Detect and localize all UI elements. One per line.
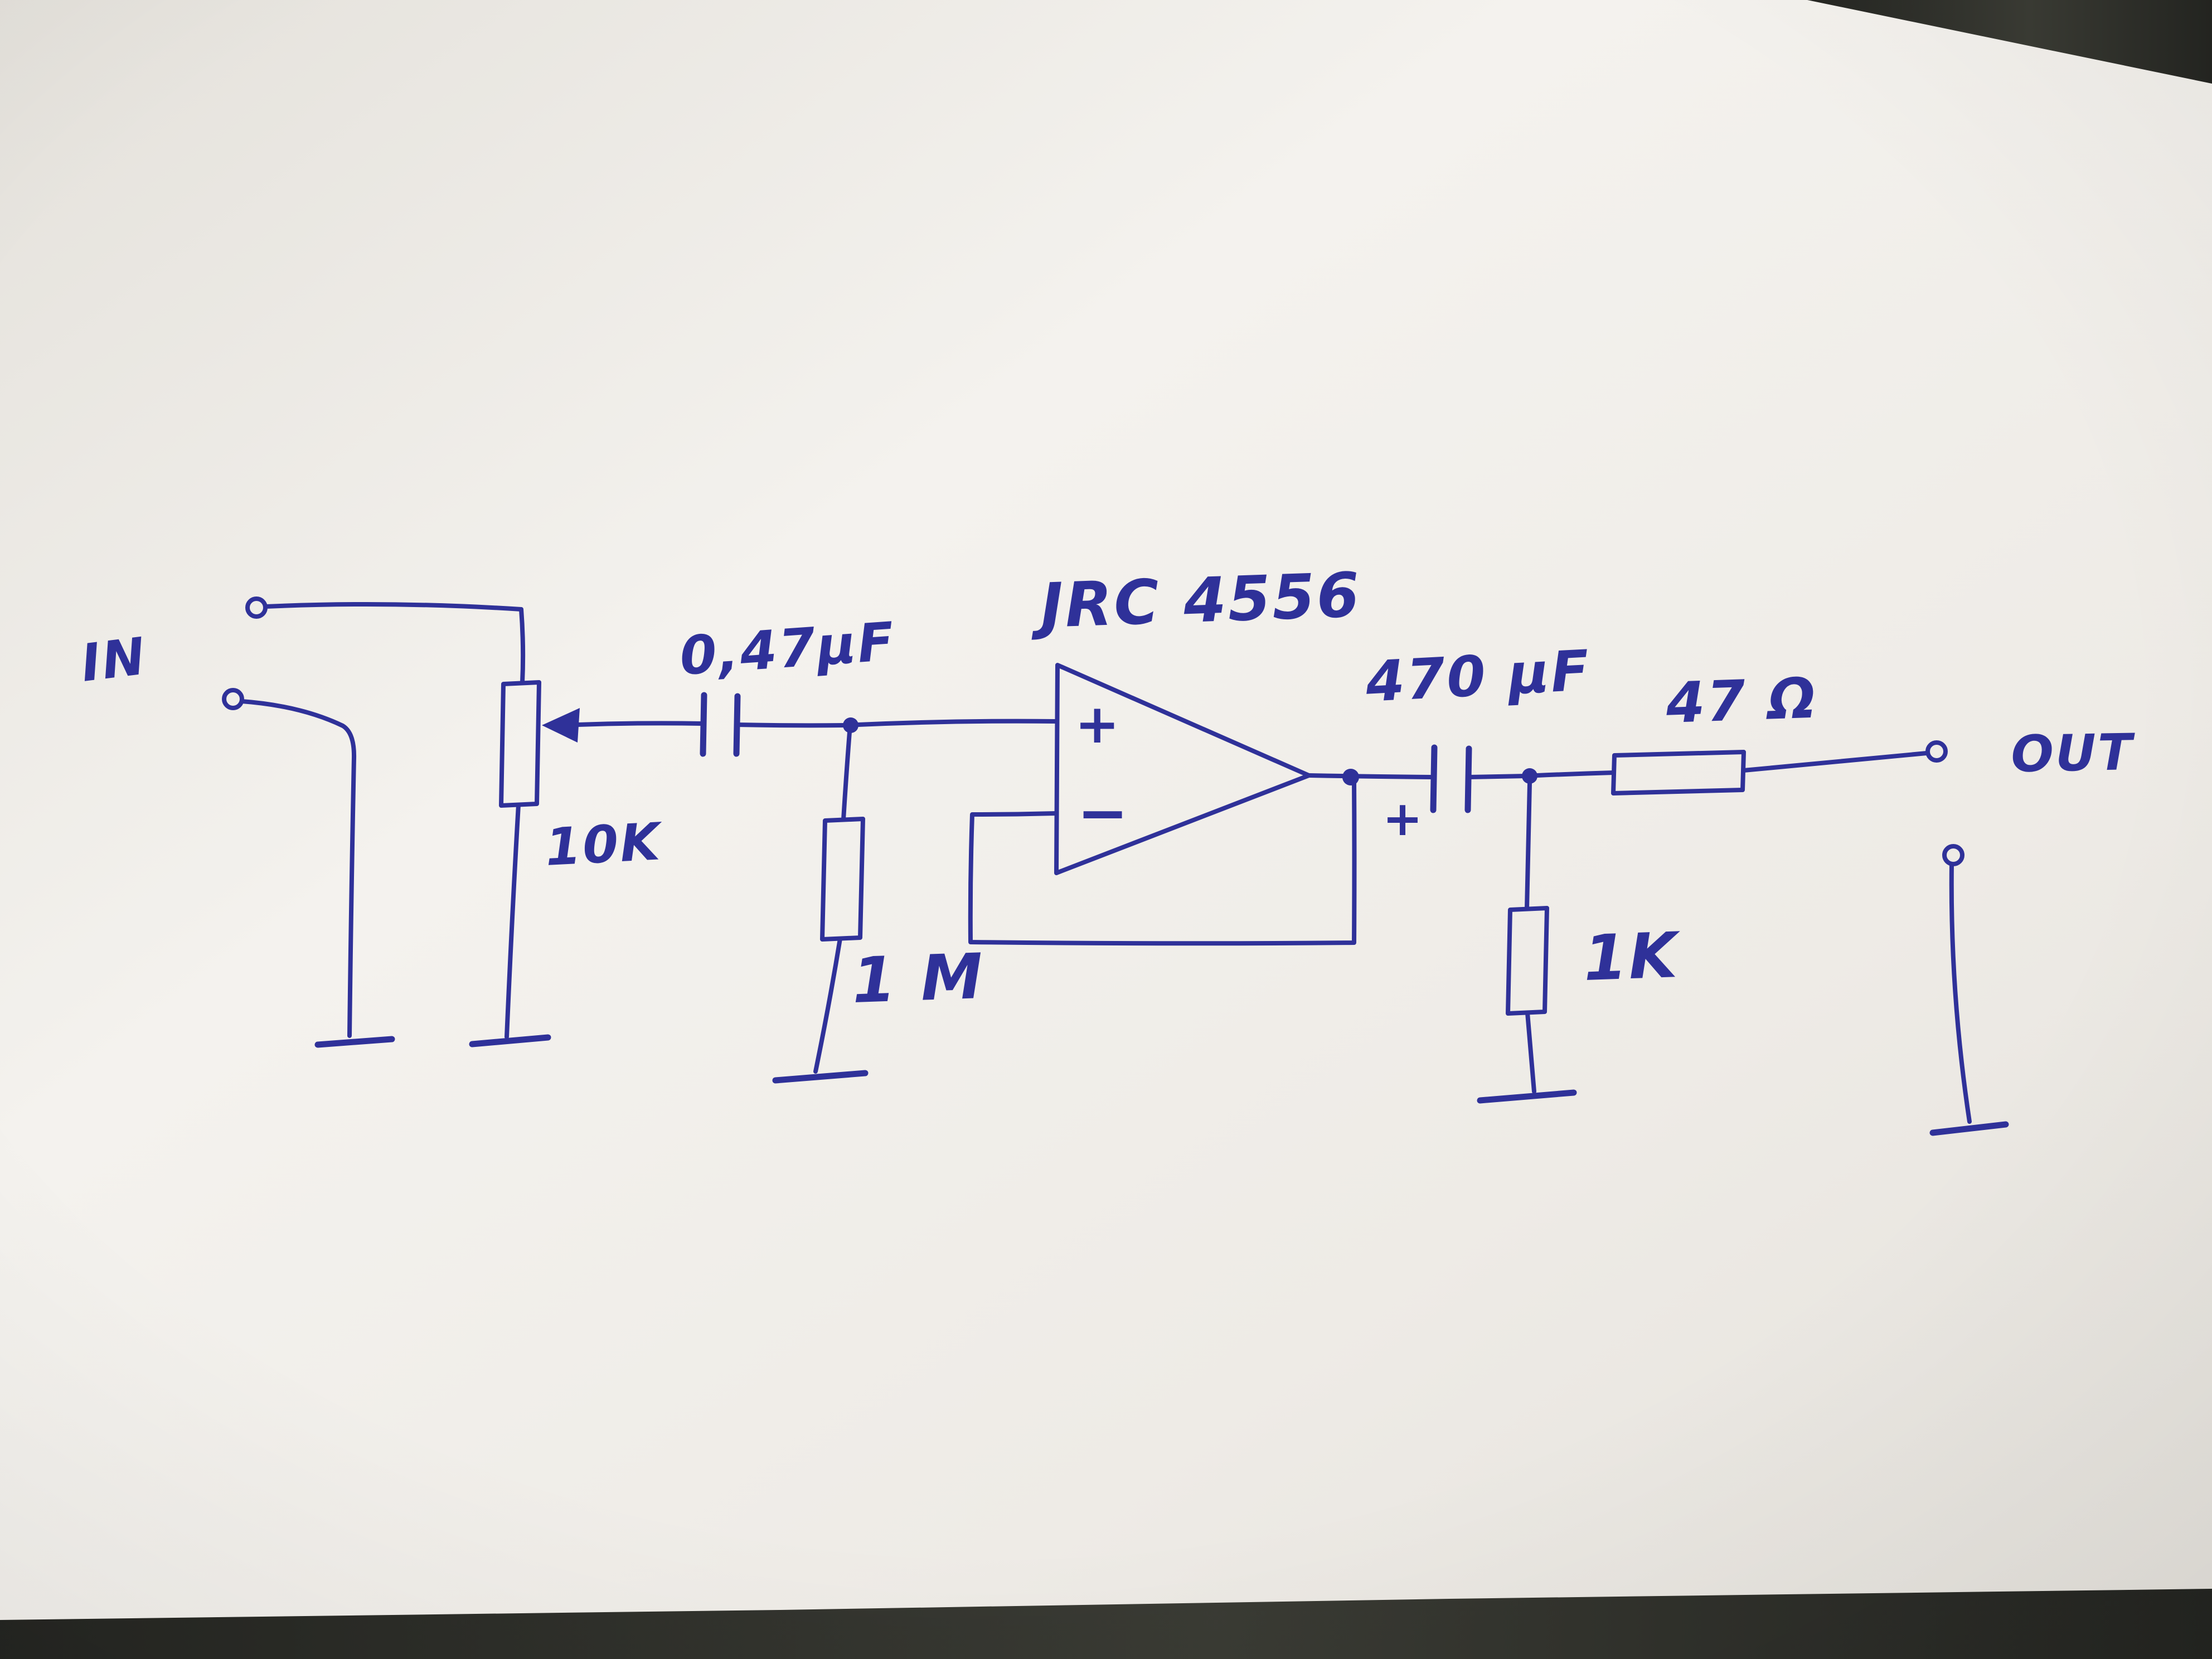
photo-of-schematic: IN 10K 0,47µF 1 M JRC 4556 + − bbox=[0, 0, 2212, 1659]
schematic-canvas: IN 10K 0,47µF 1 M JRC 4556 + − bbox=[0, 0, 2212, 1659]
photo-vignette bbox=[0, 0, 2212, 1659]
